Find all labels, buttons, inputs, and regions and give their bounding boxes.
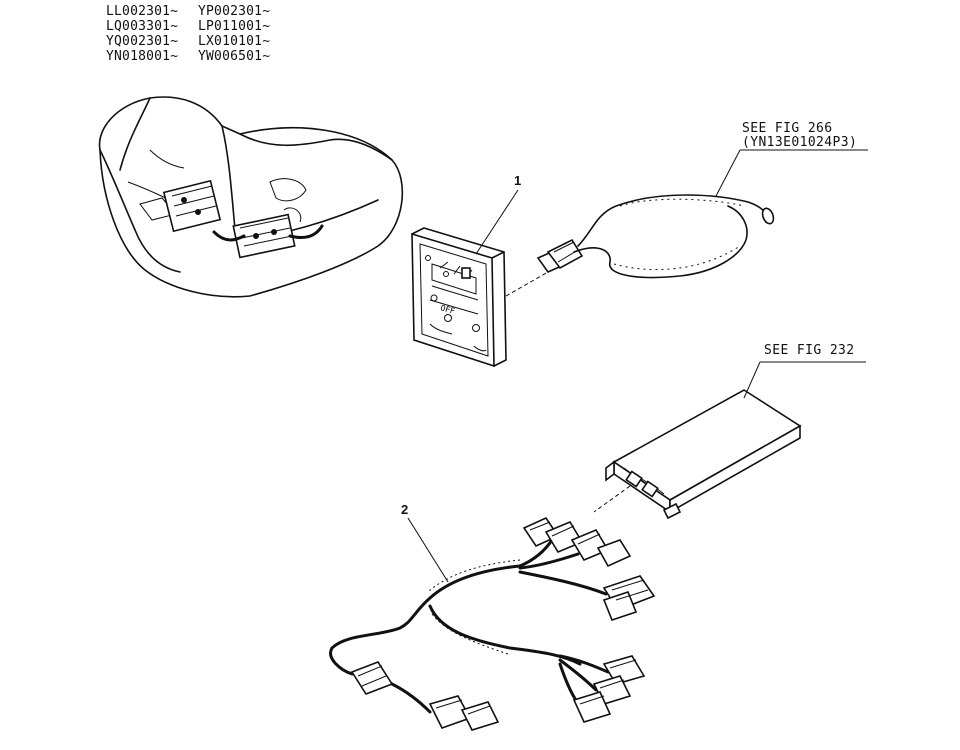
callout-part-2: 2 [401, 502, 409, 517]
cab-overview-illustration [98, 96, 404, 298]
serial-row: YN018001~ YW006501~ [106, 49, 270, 64]
leader-line-part-1 [475, 189, 519, 255]
part-2-wiring-harness [329, 516, 656, 731]
leader-line-part-2 [407, 517, 449, 583]
controller-unit-fig-232 [605, 389, 802, 520]
fig-266-part-number: (YN13E01024P3) [742, 135, 858, 150]
off-switch-label: OFF [439, 303, 456, 316]
leader-line-fig-266 [715, 149, 741, 197]
harness-fig-266 [536, 194, 775, 279]
panel-connector-link [505, 271, 549, 297]
fig-266-label: SEE FIG 266 [742, 121, 833, 136]
serial-range: YQ002301~ [106, 34, 179, 49]
callout-part-1: 1 [514, 173, 522, 188]
controller-connector-link [593, 485, 631, 513]
serial-range: LP011001~ [198, 19, 271, 34]
leader-line-fig-232 [743, 361, 761, 399]
serial-range: YP002301~ [198, 4, 271, 19]
part-1-control-panel: OFF [411, 227, 507, 368]
serial-row: YQ002301~ LX010101~ [106, 34, 270, 49]
serial-number-ranges: LL002301~ YP002301~ LQ003301~ LP011001~ YQ… [106, 4, 270, 64]
serial-range: YN018001~ [106, 49, 179, 64]
serial-range: LX010101~ [198, 34, 271, 49]
serial-row: LQ003301~ LP011001~ [106, 19, 270, 34]
fig-266-reference: SEE FIG 266 (YN13E01024P3) [742, 122, 857, 150]
serial-range: YW006501~ [198, 49, 271, 64]
fig-232-reference: SEE FIG 232 [764, 344, 855, 358]
serial-row: LL002301~ YP002301~ [106, 4, 270, 19]
serial-range: LL002301~ [106, 4, 179, 19]
fig-232-label: SEE FIG 232 [764, 343, 855, 358]
serial-range: LQ003301~ [106, 19, 179, 34]
